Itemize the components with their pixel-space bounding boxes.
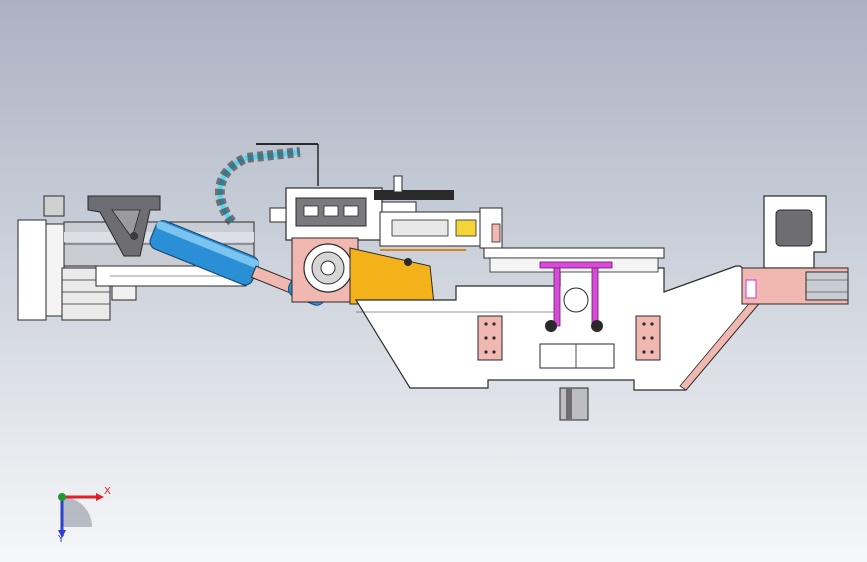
slide-block xyxy=(379,207,503,251)
x-axis-label: X xyxy=(104,486,111,497)
upper-housing xyxy=(269,175,454,241)
terminal-block-right xyxy=(635,315,661,361)
pneumatic-cylinder xyxy=(149,220,327,306)
bottom-shaft xyxy=(559,387,589,421)
x-axis-arrowhead xyxy=(96,493,104,501)
frame-window xyxy=(539,343,615,369)
linear-rail xyxy=(741,267,849,305)
terminal-block-left xyxy=(477,315,503,361)
view-orientation-triad: X Y xyxy=(57,486,111,545)
y-axis-origin-dot xyxy=(58,493,66,501)
rotary-table xyxy=(291,237,359,303)
end-bracket xyxy=(763,195,827,269)
lift-frame xyxy=(539,261,613,332)
cable-drag-chain xyxy=(214,143,319,226)
triad-quarter-disc xyxy=(62,497,92,527)
y-axis-label: Y xyxy=(57,534,65,545)
gusset-bracket xyxy=(87,195,161,257)
z-axis-arrowhead xyxy=(58,530,66,538)
swing-arm xyxy=(349,247,435,305)
